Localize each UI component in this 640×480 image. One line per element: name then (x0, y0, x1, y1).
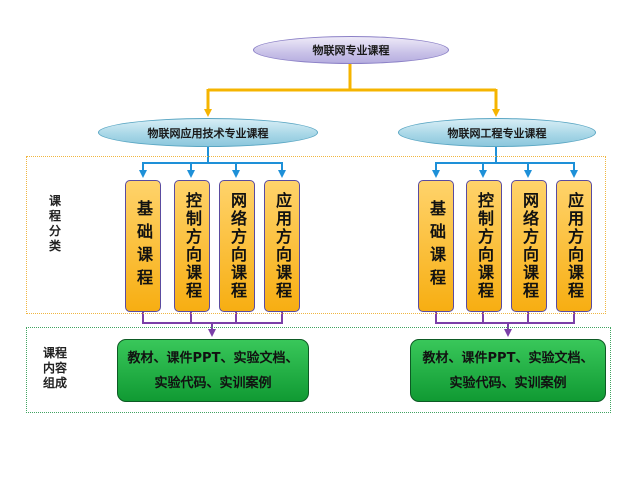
right-column-application: 应用方向课程 (556, 180, 592, 312)
category-title-engineering: 物联网工程专业课程 (447, 126, 547, 140)
category-title-application: 物联网应用技术专业课程 (147, 126, 269, 140)
right-content-box: 教材、课件PPT、实验文档、实验代码、实训案例 (410, 339, 606, 402)
left-column-control: 控制方向课程 (174, 180, 210, 312)
left-column-connector (139, 146, 286, 178)
right-content-text: 教材、课件PPT、实验文档、实验代码、实训案例 (422, 350, 594, 391)
left-content-box: 教材、课件PPT、实验文档、实验代码、实训案例 (117, 339, 309, 402)
right-column-control: 控制方向课程 (466, 180, 502, 312)
root-node: 物联网专业课程 (253, 36, 449, 64)
left-content-text: 教材、课件PPT、实验文档、实验代码、实训案例 (127, 350, 299, 391)
left-column-basic: 基础课程 (125, 180, 161, 312)
category-node-application: 物联网应用技术专业课程 (98, 118, 318, 147)
right-column-network: 网络方向课程 (511, 180, 547, 312)
content-composition-label: 课程内容组成 (42, 346, 67, 390)
content-frame (26, 327, 611, 413)
classification-label: 课程分类 (48, 194, 61, 253)
root-connector (204, 59, 500, 117)
category-node-engineering: 物联网工程专业课程 (398, 118, 596, 147)
right-column-basic: 基础课程 (418, 180, 454, 312)
right-column-connector (432, 146, 578, 178)
root-title: 物联网专业课程 (312, 44, 390, 57)
classification-frame (26, 156, 606, 314)
left-column-application: 应用方向课程 (264, 180, 300, 312)
left-column-network: 网络方向课程 (219, 180, 255, 312)
